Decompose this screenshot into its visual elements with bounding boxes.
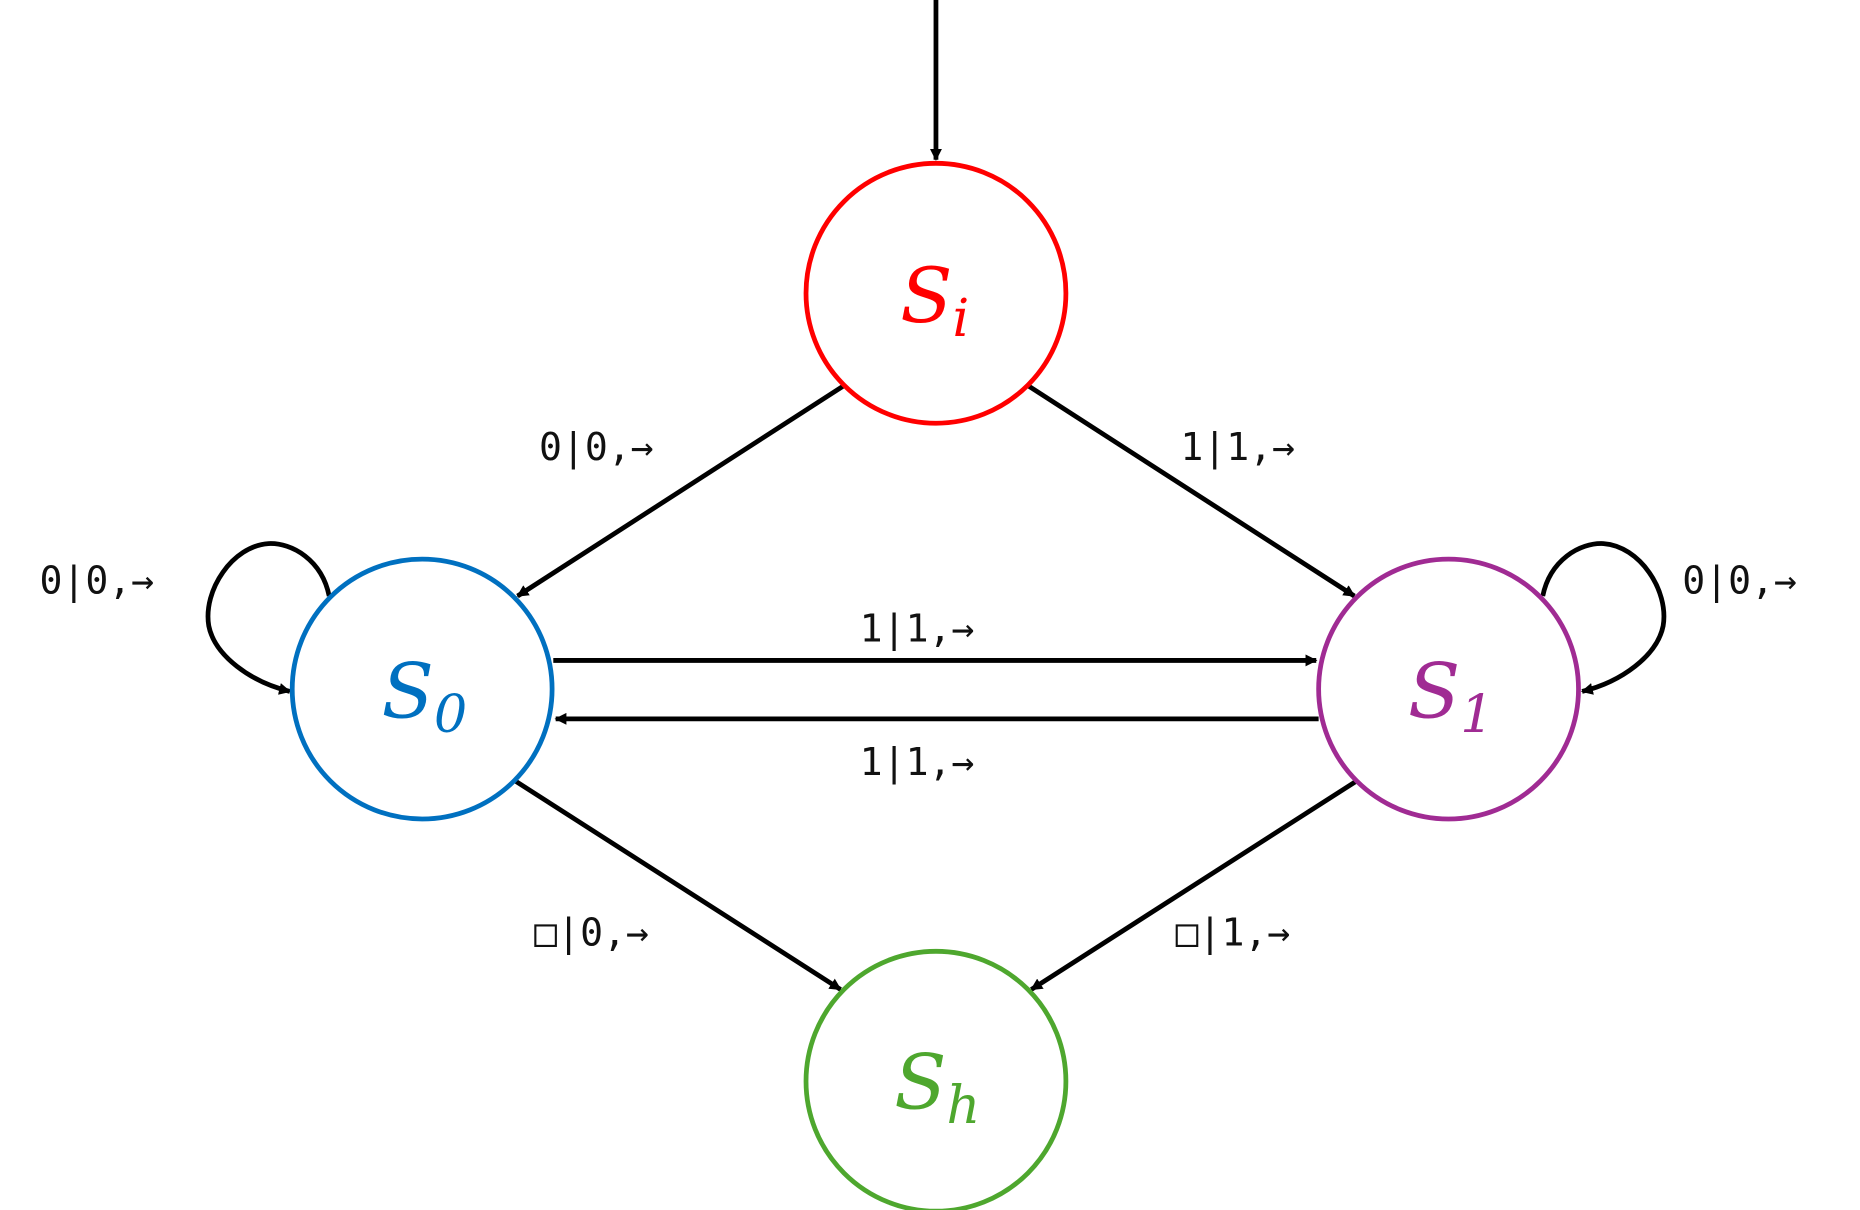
edge-si-s0 — [516, 384, 845, 599]
state-sh: Sh — [803, 948, 1069, 1210]
loop-s1 — [1540, 541, 1667, 695]
label-loop-s0: 0|0,→ — [39, 559, 154, 604]
state-s0: S0 — [289, 556, 555, 822]
edge-s1-sh — [1030, 778, 1359, 992]
label-loop-s1: 0|0,→ — [1682, 559, 1797, 604]
svg-text:Si: Si — [900, 251, 969, 349]
label-s0-sh: □|0,→ — [534, 910, 649, 955]
label-si-s1: 1|1,→ — [1180, 425, 1295, 470]
label-s0-s1: 1|1,→ — [860, 606, 975, 651]
svg-text:S1: S1 — [1408, 647, 1494, 745]
svg-text:S0: S0 — [382, 647, 468, 745]
svg-text:Sh: Sh — [894, 1038, 980, 1136]
state-s1: S1 — [1316, 556, 1581, 822]
edge-s0-sh — [513, 778, 842, 992]
edge-si-s1 — [1027, 384, 1356, 599]
loop-s0 — [205, 541, 332, 695]
state-si: Si — [803, 160, 1069, 426]
label-s1-s0: 1|1,→ — [860, 740, 975, 785]
label-si-s0: 0|0,→ — [539, 425, 654, 470]
label-s1-sh: □|1,→ — [1176, 910, 1291, 955]
